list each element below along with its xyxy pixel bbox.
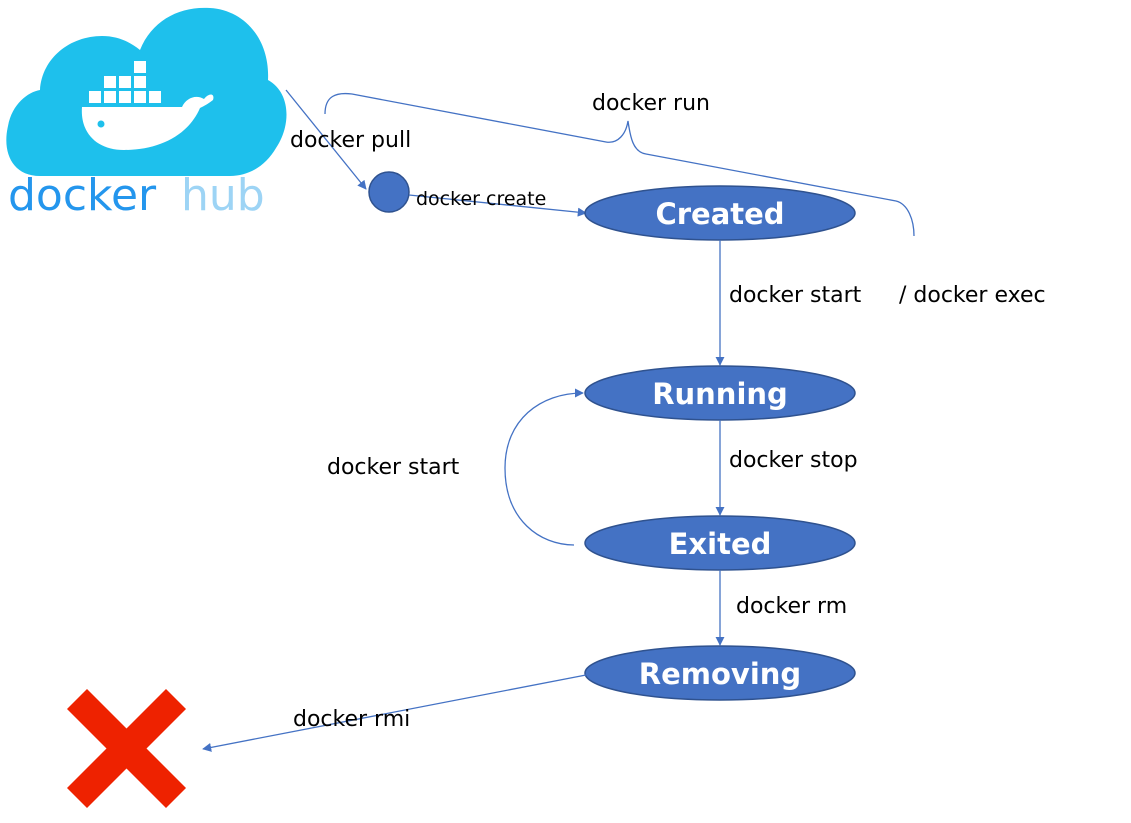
docker-hub-logo: docker hub (6, 7, 287, 221)
label-docker-start: docker start (729, 283, 862, 308)
label-docker-exec: / docker exec (899, 283, 1046, 308)
arrow-docker-rmi (202, 674, 587, 752)
label-docker-pull: docker pull (290, 128, 411, 153)
arrow-docker-create (408, 194, 587, 217)
state-removing-label: Removing (639, 657, 801, 691)
logo-text-hub: hub (181, 170, 265, 221)
label-docker-create: docker create (416, 188, 546, 210)
whale-icon (81, 94, 214, 150)
label-docker-rm: docker rm (736, 594, 847, 619)
state-running-label: Running (652, 377, 788, 411)
label-docker-rmi: docker rmi (293, 707, 410, 732)
label-docker-stop: docker stop (729, 448, 858, 473)
red-x-icon (67, 689, 186, 808)
arrow-docker-pull (285, 89, 367, 190)
logo-text-docker: docker (8, 170, 157, 221)
state-running: Running (584, 365, 856, 421)
state-created: Created (584, 185, 856, 241)
cloud-shape (6, 7, 287, 176)
docker-run-brace (324, 92, 915, 237)
state-exited: Exited (584, 515, 856, 571)
label-docker-start-loop: docker start (327, 455, 460, 480)
state-removing: Removing (584, 645, 856, 701)
label-docker-run: docker run (592, 91, 710, 116)
containers-icon (89, 61, 161, 103)
state-created-label: Created (655, 197, 784, 231)
image-node (368, 171, 410, 213)
arrow-docker-restart (504, 388, 584, 546)
state-exited-label: Exited (669, 527, 772, 561)
